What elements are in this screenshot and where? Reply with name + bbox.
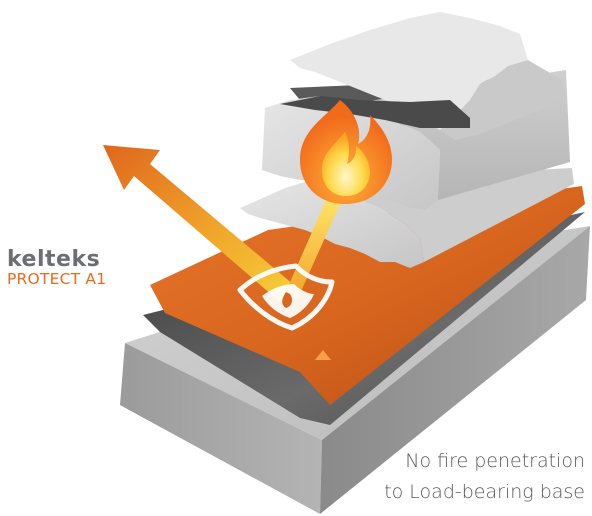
- brand-product: PROTECT A1: [7, 272, 106, 288]
- caption-line-1: No fire penetration: [384, 446, 585, 477]
- brand-name: kelteks: [7, 249, 106, 271]
- caption: No fire penetration to Load-bearing base: [384, 446, 585, 508]
- caption-line-2: to Load-bearing base: [384, 477, 585, 508]
- brand-label: kelteks PROTECT A1: [7, 249, 106, 288]
